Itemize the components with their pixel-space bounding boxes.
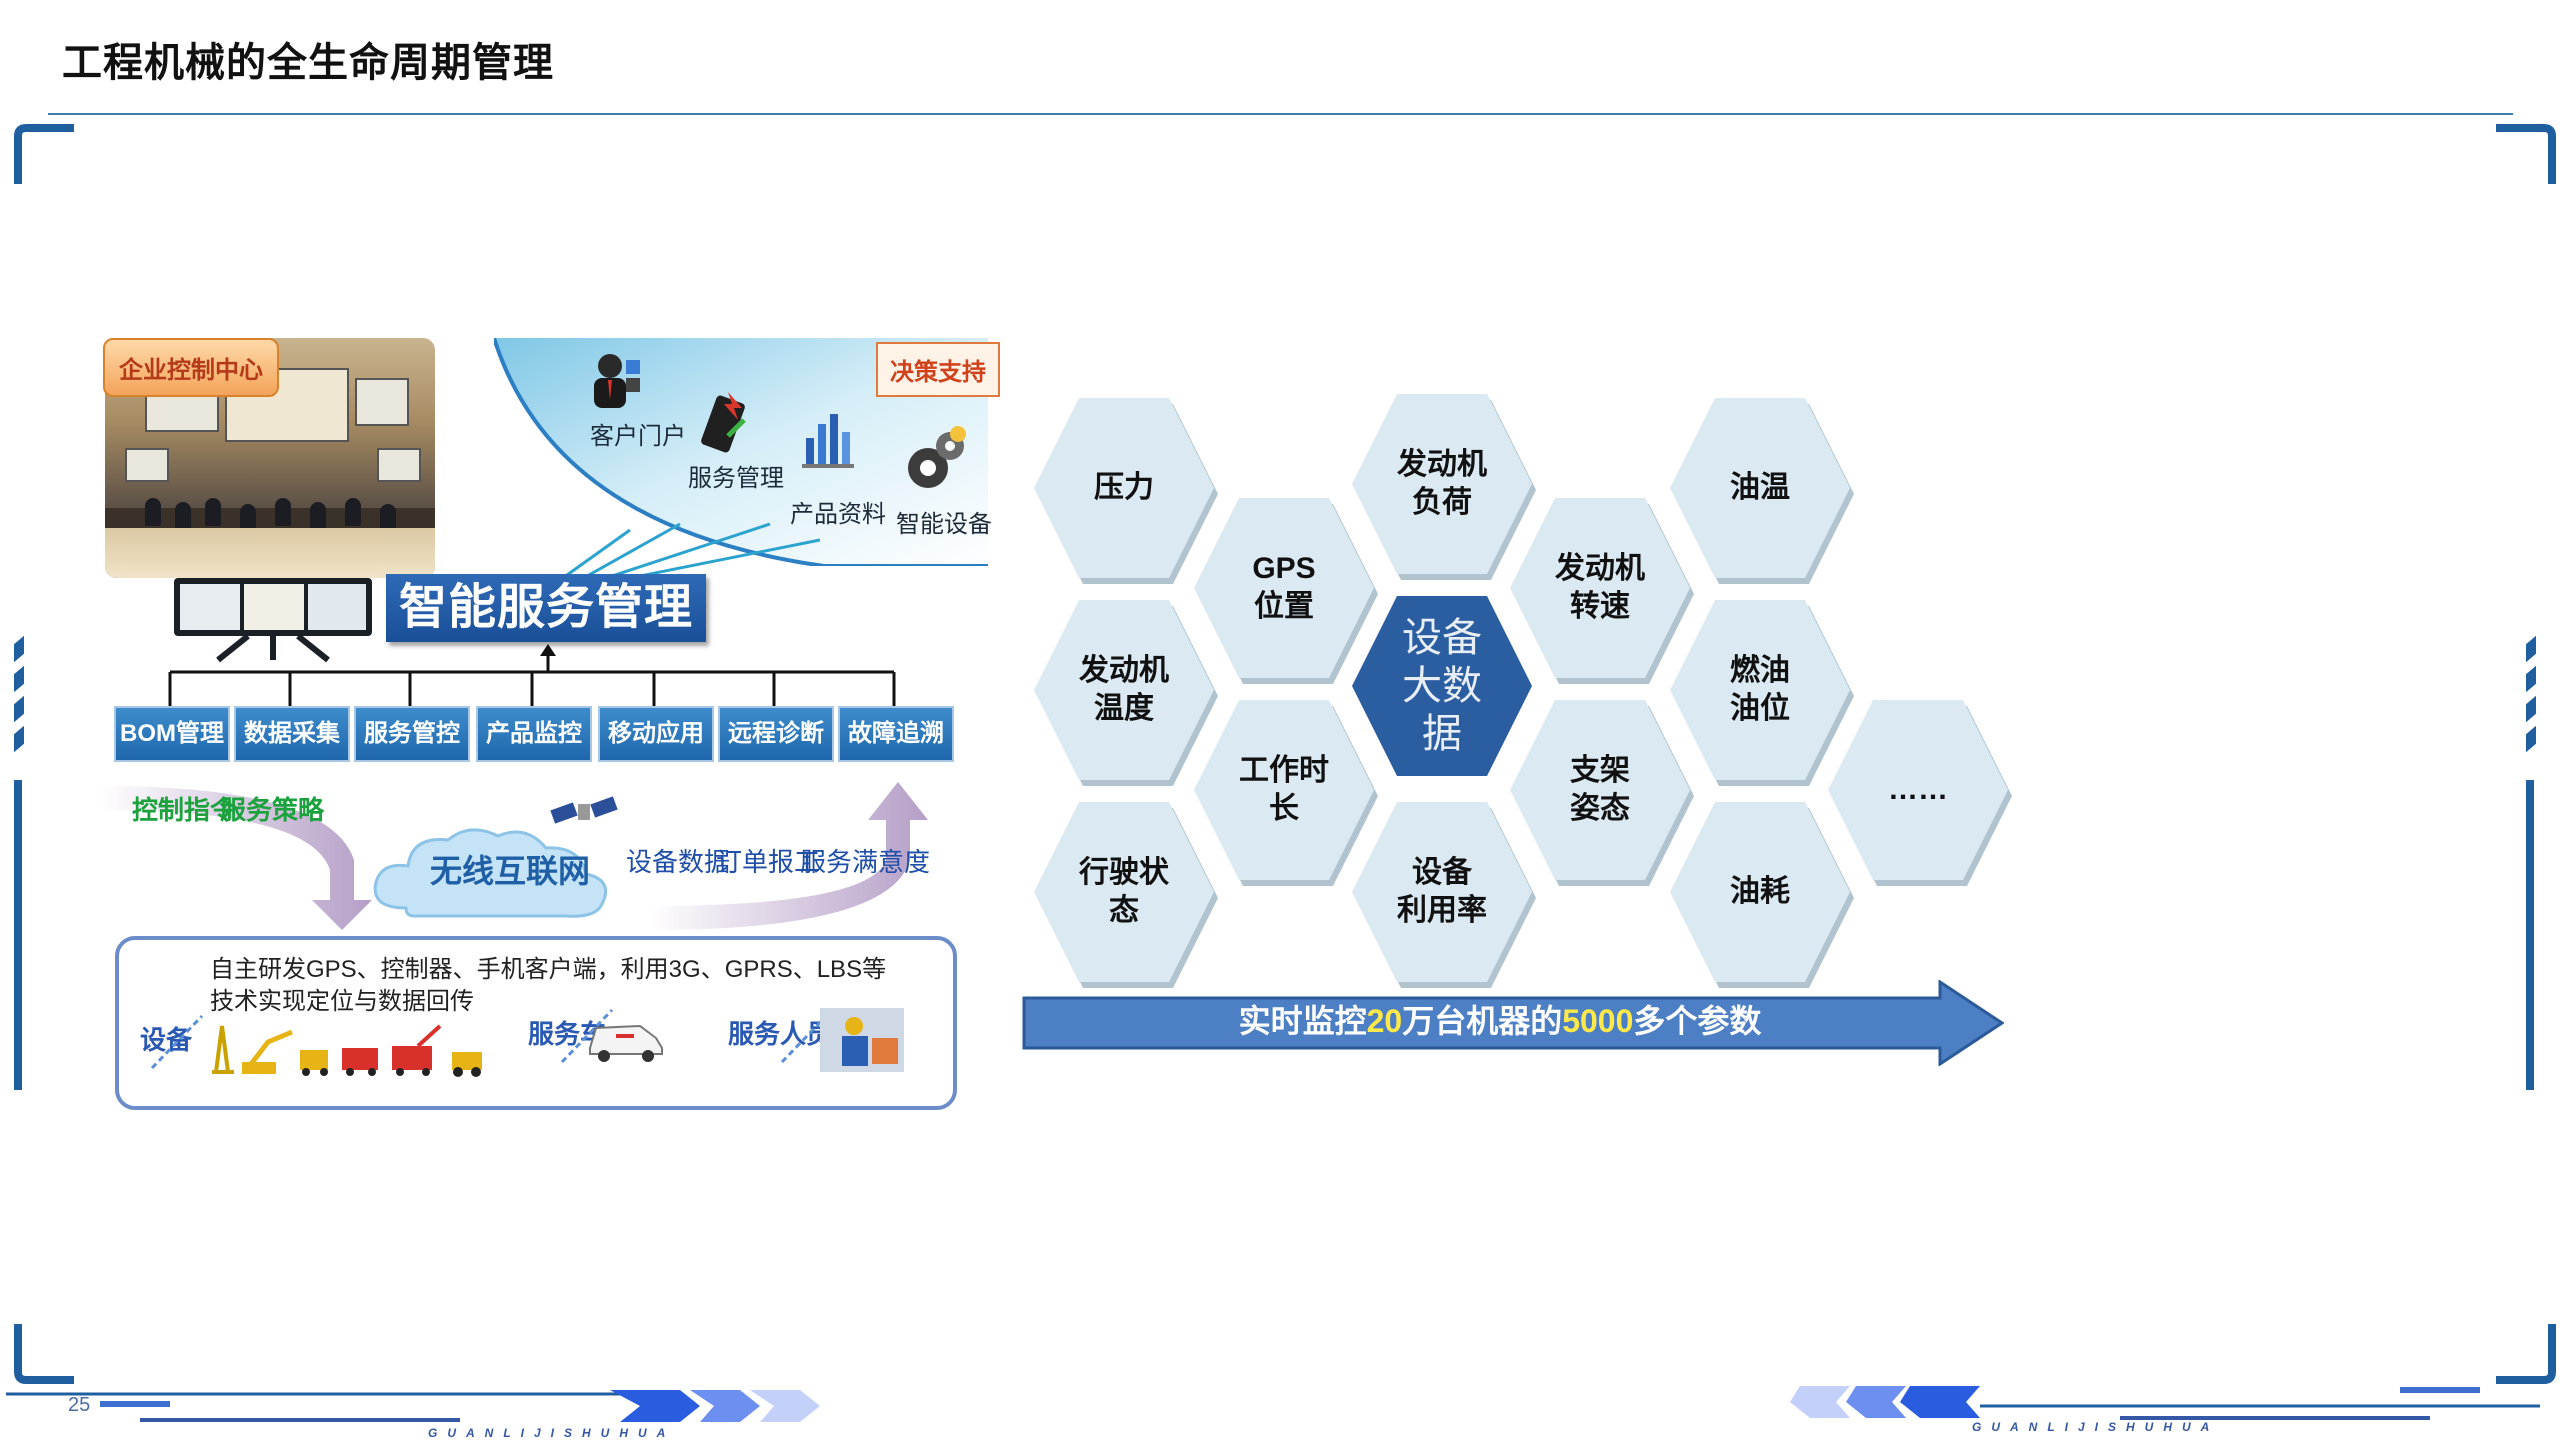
- module-service-control: 服务管控: [354, 706, 470, 762]
- left-side-bar: [14, 780, 22, 1090]
- hex-engine-temp: 发动机温度: [1034, 600, 1214, 780]
- arc-item-smart-device: 智能设备: [896, 511, 992, 538]
- hex-equipment-big-data: 设备大数据: [1352, 596, 1532, 776]
- hex-oil-temp: 油温: [1670, 398, 1850, 578]
- uplink-label-device-data: 设备数据: [626, 847, 731, 877]
- footer-ribbon-left: [6, 1390, 820, 1422]
- decision-support-badge: 决策支持: [876, 342, 1000, 397]
- corner-bracket-bottom-left: [14, 1324, 74, 1384]
- cloud-icon: [373, 828, 607, 918]
- right-side-dash: [2526, 665, 2536, 693]
- arc-connector-lines: [559, 522, 820, 582]
- arc-item-customer-portal: 客户门户: [590, 423, 686, 450]
- hex-utilization: 设备利用率: [1352, 802, 1532, 982]
- customer-portal-icon: [594, 354, 640, 408]
- downlink-label-commands: 控制指令: [132, 795, 237, 825]
- brand-text-right: GUANLIJISHUHUA: [1972, 1420, 2220, 1434]
- brand-text-left: GUANLIJISHUHUA: [428, 1426, 676, 1440]
- hex-more: ……: [1828, 700, 2008, 880]
- hex-engine-speed: 发动机转速: [1510, 498, 1690, 678]
- uplink-label-satisfaction: 服务满意度: [800, 847, 931, 877]
- left-side-dash: [14, 635, 24, 663]
- product-data-icon: [802, 414, 854, 468]
- flow-arrows: [100, 782, 928, 930]
- corner-bracket-top-left: [14, 124, 74, 184]
- hex-fuel-level: 燃油油位: [1670, 600, 1850, 780]
- hex-fuel-consumption: 油耗: [1670, 802, 1850, 982]
- hex-work-hours: 工作时长: [1194, 700, 1374, 880]
- service-staff-image: [820, 1008, 904, 1072]
- satellite-icon: [550, 796, 618, 824]
- system-banner: 智能服务管理系统: [386, 574, 706, 702]
- hex-driving-state: 行驶状态: [1034, 802, 1214, 982]
- module-remote-diagnosis: 远程诊断: [718, 706, 834, 762]
- entity-label-service-staff: 服务人员: [728, 1019, 833, 1049]
- module-bom: BOM管理: [114, 706, 230, 762]
- corner-bracket-top-right: [2496, 124, 2556, 184]
- slide-title: 工程机械的全生命周期管理: [62, 41, 554, 85]
- smart-device-icon: [908, 426, 966, 488]
- hex-bracket-posture: 支架姿态: [1510, 700, 1690, 880]
- right-side-dash: [2526, 695, 2536, 723]
- monitoring-arrow: [1022, 980, 2004, 1066]
- field-panel-description: 自主研发GPS、控制器、手机客户端，利用3G、GPRS、LBS等技术实现定位与数…: [210, 956, 887, 1015]
- right-side-dash: [2526, 635, 2536, 663]
- entity-label-equipment: 设备: [140, 1025, 193, 1055]
- construction-machines-image: [212, 1024, 482, 1077]
- left-side-dash: [14, 665, 24, 693]
- service-management-icon: [701, 392, 746, 453]
- right-side-dash: [2526, 725, 2536, 753]
- right-side-bar: [2526, 780, 2534, 1090]
- cloud-label: 无线互联网: [430, 853, 591, 889]
- monitoring-arrow-text: 实时监控20万台机器的5000多个参数: [1238, 1003, 1762, 1039]
- hex-engine-load: 发动机负荷: [1352, 394, 1532, 574]
- monitor-icon: [174, 578, 372, 663]
- field-panel: [115, 936, 957, 1110]
- module-tree-connector: [168, 644, 896, 706]
- left-side-dash: [14, 695, 24, 723]
- page-number: 25: [68, 1394, 91, 1416]
- arc-item-service-management: 服务管理: [688, 465, 784, 492]
- arc-item-product-data: 产品资料: [790, 501, 886, 528]
- downlink-label-strategy: 服务策略: [220, 795, 325, 825]
- control-center-badge: 企业控制中心: [103, 338, 279, 397]
- corner-bracket-bottom-right: [2496, 1324, 2556, 1384]
- slash-divider: [560, 1008, 614, 1064]
- module-data-collection: 数据采集: [234, 706, 350, 762]
- title-divider: [48, 113, 2513, 115]
- footer-ribbon-right: [1790, 1386, 2540, 1420]
- left-side-dash: [14, 725, 24, 753]
- uplink-label-orders: 订单报工: [716, 847, 821, 877]
- module-product-monitor: 产品监控: [476, 706, 592, 762]
- slash-divider: [150, 1014, 204, 1070]
- module-mobile-app: 移动应用: [598, 706, 714, 762]
- service-vehicle-image: [589, 1024, 663, 1062]
- module-fault-tracing: 故障追溯: [838, 706, 954, 762]
- hex-pressure: 压力: [1034, 398, 1214, 578]
